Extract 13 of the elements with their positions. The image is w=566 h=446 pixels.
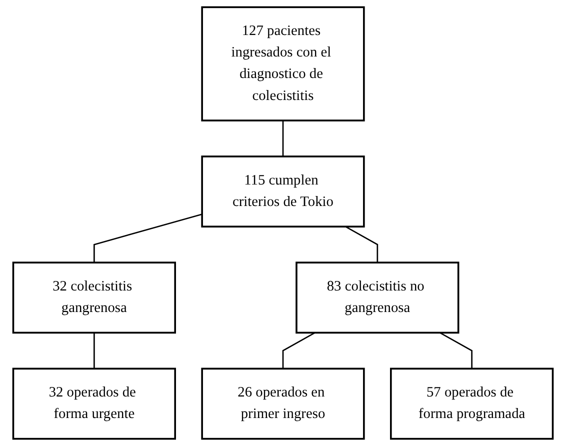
connector — [345, 226, 378, 263]
connector — [282, 332, 316, 369]
node-box: 32 colecistitis gangrenosa — [12, 262, 176, 334]
connector — [440, 332, 472, 369]
connector — [94, 214, 202, 263]
node-box: 115 cumplen criterios de Tokio — [201, 156, 365, 228]
node-box: 26 operados en primer ingreso — [201, 368, 365, 440]
connector — [282, 120, 284, 156]
node-box: 57 operados de forma programada — [390, 368, 554, 440]
connector — [94, 332, 95, 369]
node-box: 32 operados de forma urgente — [12, 368, 176, 440]
node-box: 83 colecistitis no gangrenosa — [296, 262, 460, 334]
node-box: 127 pacientes ingresados con el diagnostico de colecistitis — [201, 6, 365, 122]
